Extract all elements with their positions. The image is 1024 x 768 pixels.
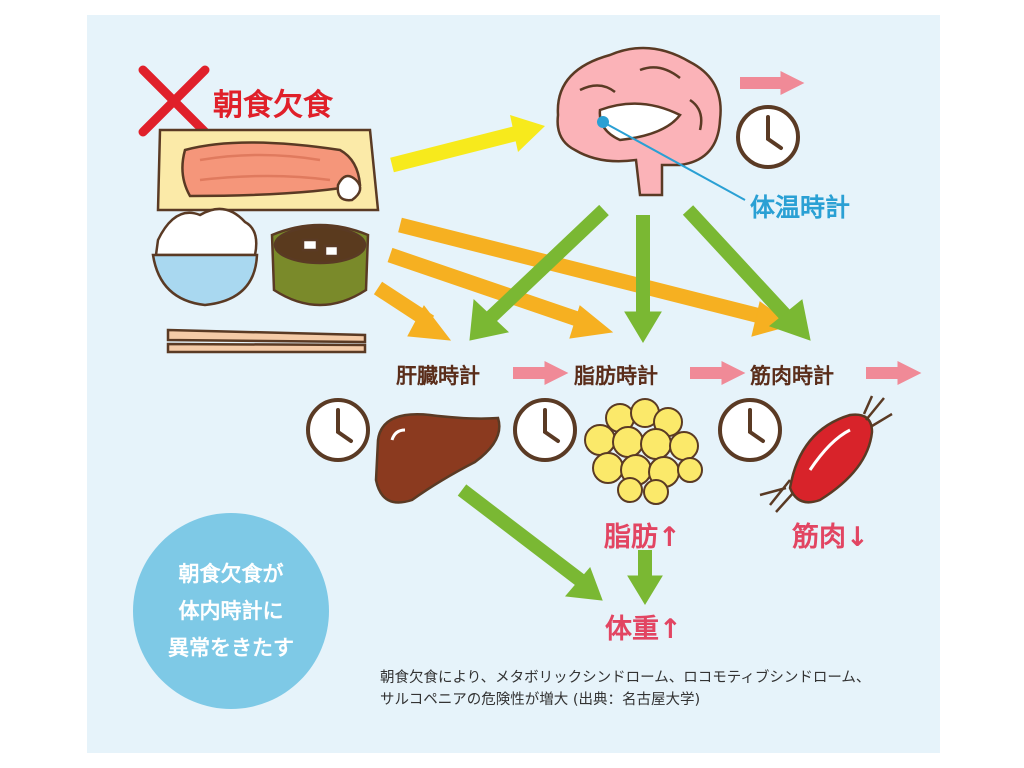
breakfast-illustration <box>151 128 380 354</box>
fat-illustration <box>584 398 703 505</box>
summary-line-1: 朝食欠食が <box>178 561 284 586</box>
pink-arrows <box>513 71 922 385</box>
clock-icon <box>718 398 782 462</box>
summary-line-2: 体内時計に <box>178 598 284 623</box>
muscle-effect-label: 筋肉↓ <box>792 522 869 553</box>
brain-illustration <box>556 46 722 197</box>
body-clock-temp-label: 体温時計 <box>750 193 851 222</box>
muscle-clock-label: 筋肉時計 <box>750 364 834 388</box>
title: 朝食欠食 <box>213 88 333 123</box>
yellow-arrow <box>390 115 545 173</box>
weight-effect-label: 体重↑ <box>605 614 682 645</box>
fat-clock-label: 脂肪時計 <box>574 364 658 388</box>
liver-clock-label: 肝臓時計 <box>396 364 480 388</box>
muscle-illustration <box>759 395 893 513</box>
clock-icon <box>306 398 370 462</box>
fat-effect-label: 脂肪↑ <box>604 522 681 553</box>
thermo-clock-line <box>602 121 746 201</box>
cross-icon <box>138 65 210 137</box>
note-line-2: サルコペニアの危険性が増大 (出典：名古屋大学) <box>380 692 701 708</box>
liver-illustration <box>374 413 501 504</box>
summary-circle: 朝食欠食が 体内時計に 異常をきたす <box>133 513 329 709</box>
green-arrows <box>457 204 811 605</box>
note-line-1: 朝食欠食により、メタボリックシンドローム、ロコモティブシンドローム、 <box>380 670 871 686</box>
source-note: 朝食欠食により、メタボリックシンドローム、ロコモティブシンドローム、 サルコペニ… <box>380 667 870 711</box>
orange-arrows <box>373 217 794 341</box>
clock-icon <box>736 105 800 169</box>
summary-line-3: 異常をきたす <box>168 635 294 660</box>
clock-icon <box>513 398 577 462</box>
